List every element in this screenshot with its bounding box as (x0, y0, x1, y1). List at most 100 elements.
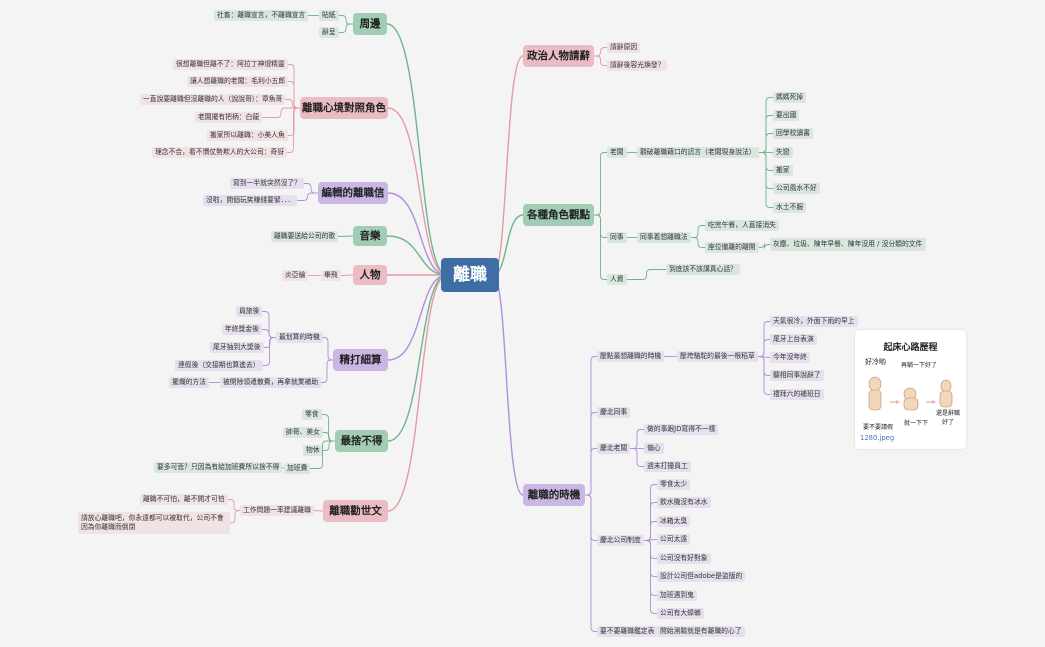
subtopic[interactable]: 慶北同事 (597, 407, 631, 418)
subtopic[interactable]: 年終獎金後 (222, 324, 262, 335)
subtopic[interactable]: 一直說要離職但沒離職的人（說說哥）：章魚哥 (140, 94, 286, 105)
subtopic[interactable]: 加班費 (284, 463, 311, 474)
connector-line (630, 429, 644, 449)
main-topic[interactable]: 周邊 (353, 13, 387, 35)
subtopic[interactable]: 畢飛 (321, 270, 341, 281)
image-filename[interactable]: 1280.jpeg (860, 434, 895, 442)
subtopic[interactable]: 寫到一半就突然沒了？ (230, 178, 304, 189)
subtopic[interactable]: 公司有大蟑螂 (657, 608, 704, 619)
main-topic[interactable]: 編輯的離職信 (318, 182, 388, 204)
connector-line (287, 107, 300, 153)
connector-line (386, 23, 448, 276)
subtopic[interactable]: 被開除領遣散費，再拿就業補助 (220, 377, 322, 388)
subtopic[interactable]: 開始測驗就是有離職的心了 (657, 626, 745, 637)
connector-line (691, 225, 705, 238)
subtopic[interactable]: 尾牙抽到大獎後 (210, 342, 264, 353)
subtopic[interactable]: 尾牙上台表演 (770, 334, 817, 345)
subtopic[interactable]: 社畜：離職宣言，不離職宣言 (214, 10, 309, 21)
subtopic[interactable]: 老闆擺有把柄：白龍 (195, 112, 263, 123)
connector-line (627, 269, 666, 280)
subtopic[interactable]: 搬家所以離職：小美人魚 (207, 130, 288, 141)
connector-line (644, 521, 657, 541)
main-topic[interactable]: 精打細算 (333, 349, 388, 371)
subtopic[interactable]: 要出國 (773, 110, 800, 121)
subtopic[interactable]: 理念不合，看不慣仗勢欺人的大公司：奇犽 (152, 147, 288, 158)
subtopic[interactable]: 設計公司但adobe是盜版的 (657, 571, 746, 582)
subtopic[interactable]: 回學校讀書 (773, 128, 813, 139)
subtopic[interactable]: 請辭後容光煥發？ (607, 60, 668, 71)
subtopic[interactable]: 炎亞綸 (282, 270, 309, 281)
subtopic[interactable]: 老闆 (607, 147, 627, 158)
subtopic[interactable]: 最划算的時機 (276, 332, 323, 343)
subtopic[interactable]: 吃完午餐，人直接消失 (705, 220, 779, 231)
subtopic[interactable]: 觀破離職藉口的謊言（老闆現身說法） (637, 147, 759, 158)
main-topic[interactable]: 最捨不得 (335, 430, 388, 452)
subtopic[interactable]: 人資 (607, 274, 627, 285)
subtopic[interactable]: 要不要離職鑑定表 (597, 626, 658, 637)
subtopic[interactable]: 沒啦，開個玩笑賺錢要緊．．． (203, 195, 298, 206)
subtopic[interactable]: 公司風水不好 (773, 183, 820, 194)
subtopic[interactable]: 搬家 (773, 165, 793, 176)
connector-line (230, 510, 240, 524)
comic-caption: 就一下下 (904, 420, 929, 427)
subtopic[interactable]: 很想離職但離不了：阿拉丁神燈精靈 (173, 59, 288, 70)
subtopic[interactable]: 貼紙 (319, 10, 339, 21)
subtopic[interactable]: 壓垮駱駝的最後一根稻草 (677, 351, 758, 362)
connector-line (262, 107, 300, 118)
subtopic[interactable]: 今年沒年終 (770, 352, 810, 363)
subtopic[interactable]: 禮拜六的補班日 (770, 389, 824, 400)
subtopic[interactable]: 請辭原因 (607, 42, 641, 53)
subtopic[interactable]: 物休 (303, 445, 323, 456)
connector-line (630, 448, 644, 467)
connector-line (297, 192, 318, 201)
subtopic[interactable]: 連假後（交接期也算進去） (175, 360, 263, 371)
subtopic[interactable]: 週末打擾員工 (644, 461, 691, 472)
connector-line (387, 107, 448, 276)
subtopic[interactable]: 離職要送給公司的歌 (271, 231, 339, 242)
connector-line (758, 356, 770, 395)
subtopic[interactable]: 天氣很冷，外面下雨的早上 (770, 316, 858, 327)
main-topic[interactable]: 離職心境對照角色 (300, 97, 388, 119)
root-topic[interactable]: 離職 (441, 258, 499, 292)
subtopic[interactable]: 失戀 (773, 147, 793, 158)
subtopic[interactable]: 媽媽死掉 (773, 92, 807, 103)
comic-image[interactable] (860, 352, 961, 432)
subtopic[interactable]: 加班遇到鬼 (657, 590, 697, 601)
image-attachment-card[interactable]: 起床心路歷程 1280.jpeg 好冷喲再躺一下好了要不要請假就一下下還是辭職好… (855, 330, 966, 449)
subtopic[interactable]: 慶北老闆 (597, 443, 631, 454)
subtopic[interactable]: 冰箱太臭 (657, 516, 691, 527)
subtopic[interactable]: 壓點最想離職的時機 (597, 351, 665, 362)
subtopic[interactable]: 離職不可怕，離不開才可怕 (140, 494, 228, 505)
subtopic[interactable]: 同事 (607, 232, 627, 243)
subtopic[interactable]: 公司沒有好對象 (657, 553, 711, 564)
main-topic[interactable]: 人物 (353, 265, 387, 285)
subtopic[interactable]: 座位徹離的離開 (705, 242, 759, 253)
main-topic[interactable]: 各種角色觀點 (523, 204, 594, 226)
subtopic[interactable]: 零食太少 (657, 479, 691, 490)
subtopic[interactable]: 同事着想離職法 (637, 232, 691, 243)
subtopic[interactable]: 公司太遠 (657, 534, 691, 545)
connector-line (594, 152, 607, 216)
main-topic[interactable]: 政治人物請辭 (523, 45, 594, 67)
subtopic[interactable]: 灰塵、垃圾、陳年早餐、陳年沒用 / 沒分類的文件 (770, 238, 926, 252)
subtopic[interactable]: 擺爛的方法 (169, 377, 209, 388)
subtopic[interactable]: 偏心 (644, 443, 664, 454)
main-topic[interactable]: 離職的時機 (523, 484, 585, 506)
subtopic[interactable]: 零食 (302, 409, 322, 420)
subtopic[interactable]: 讓人想離職的老闆：毛利小五郎 (187, 76, 289, 87)
subtopic[interactable]: 員旅後 (236, 306, 263, 317)
main-topic[interactable]: 音樂 (353, 226, 387, 246)
subtopic[interactable]: 請放心離職吧，你永遠都可以被取代，公司不會因為你離職而倒閉 (78, 512, 230, 535)
subtopic[interactable]: 做的事跟JD寫得不一樣 (644, 424, 719, 435)
subtopic[interactable]: 要多可悲？只因為有給加班費所以捨不得 (154, 462, 283, 473)
subtopic[interactable]: 水土不服 (773, 202, 807, 213)
subtopic[interactable]: 辭呈 (319, 27, 339, 38)
subtopic[interactable]: 飲水機沒有冰水 (657, 497, 711, 508)
subtopic[interactable]: 帥哥、美女 (283, 427, 323, 438)
connector-line (339, 15, 353, 25)
subtopic[interactable]: 工作問題一率建議離職 (240, 505, 314, 516)
subtopic[interactable]: 聽相同事說辭了 (770, 370, 824, 381)
main-topic[interactable]: 離職勸世文 (323, 500, 388, 522)
subtopic[interactable]: 到底該不該講真心話？ (666, 264, 740, 275)
subtopic[interactable]: 慶北公司制度 (597, 535, 644, 546)
